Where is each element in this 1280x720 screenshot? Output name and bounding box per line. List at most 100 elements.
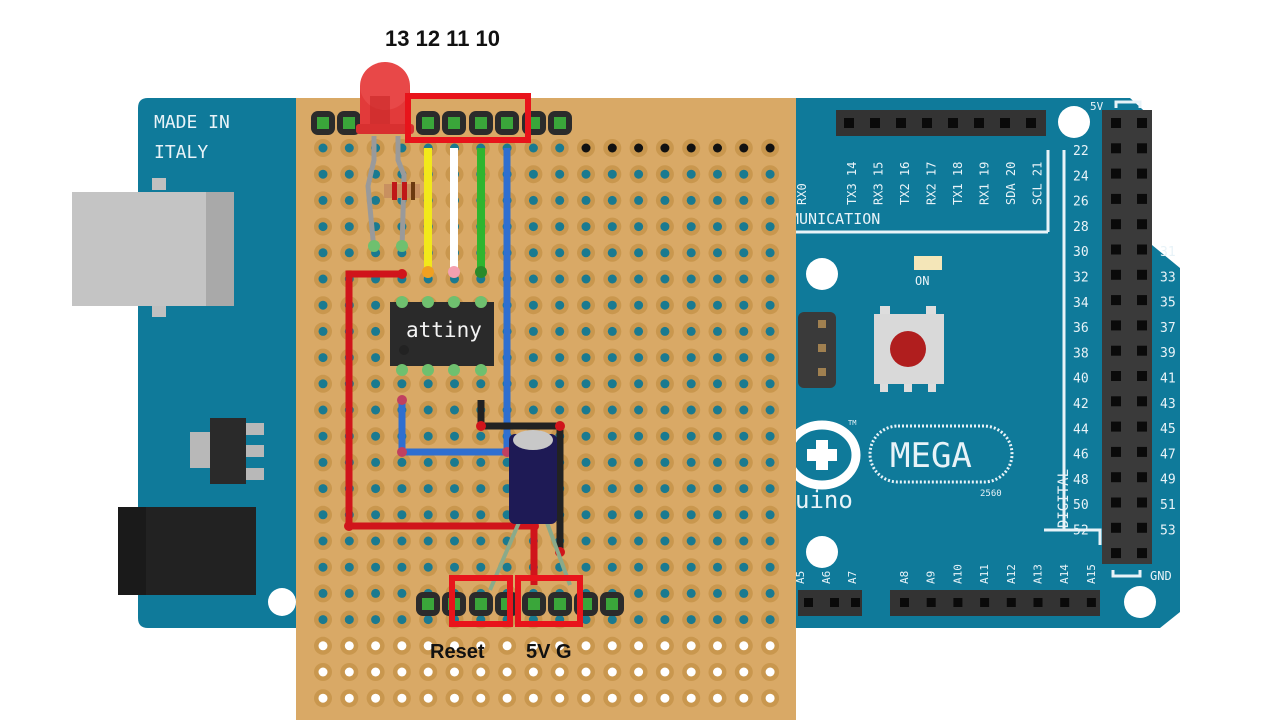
mount-hole <box>1124 586 1156 618</box>
reset-button[interactable] <box>874 306 944 392</box>
made-in-line2: ITALY <box>154 142 208 163</box>
comm-pin-label: RX3 15 <box>872 162 886 205</box>
chip-pin <box>448 296 460 308</box>
header-socket <box>953 598 963 607</box>
digital-label: DIGITAL <box>1056 469 1072 528</box>
highlight-reset <box>449 575 513 627</box>
header-socket <box>1000 118 1010 128</box>
model-sub: 2560 <box>980 489 1002 499</box>
comm-pin-label: RX2 17 <box>925 162 939 205</box>
analog-pin-label: A10 <box>951 564 964 584</box>
header-socket <box>1111 244 1121 255</box>
digital-pin-label: 30 <box>1073 245 1089 260</box>
header-socket <box>1137 446 1147 457</box>
led <box>356 62 414 252</box>
analog-pin-label: A11 <box>978 564 991 584</box>
header-socket <box>1137 472 1147 483</box>
header-socket <box>851 598 860 607</box>
digital-pin-label: 41 <box>1160 372 1176 387</box>
header-socket <box>1111 320 1121 331</box>
digital-pin-label: 35 <box>1160 296 1176 311</box>
header-socket <box>1033 598 1043 607</box>
digital-pin-label: 28 <box>1073 220 1089 235</box>
digital-pin-label: 40 <box>1073 372 1089 387</box>
header-socket <box>922 118 932 128</box>
protoboard <box>296 98 796 720</box>
analog-pin-label: A14 <box>1058 564 1071 584</box>
header-socket <box>1137 219 1147 230</box>
header-socket <box>1111 371 1121 381</box>
digital-pin-label: 36 <box>1073 321 1089 336</box>
analog-pin-label: A8 <box>898 571 911 584</box>
comm-pin-label: TX1 18 <box>951 162 965 205</box>
header-socket <box>1137 497 1147 508</box>
digital-pin-label: 47 <box>1160 447 1176 462</box>
header-socket <box>1137 193 1147 204</box>
analog-pin-label: A15 <box>1085 564 1098 584</box>
header-socket <box>1111 421 1121 432</box>
digital-pin-label: 48 <box>1073 473 1089 488</box>
header-socket <box>1137 548 1147 559</box>
header-socket <box>974 118 984 128</box>
header-socket <box>1111 193 1121 204</box>
header-socket <box>896 118 906 128</box>
model-name: MEGA <box>890 436 972 476</box>
analog-pin-label: A7 <box>846 571 859 584</box>
header-socket <box>1137 522 1147 533</box>
digital-pin-label: 46 <box>1073 448 1089 463</box>
capacitor <box>488 430 572 591</box>
header-socket <box>1137 143 1147 154</box>
header-socket <box>1137 269 1147 280</box>
communication-label: MUNICATION <box>790 210 880 228</box>
header-socket <box>1111 548 1121 559</box>
header-socket <box>1137 320 1147 331</box>
header-socket <box>926 598 936 607</box>
digital-pin-label: 22 <box>1073 144 1089 159</box>
wire-blue <box>398 148 511 456</box>
digital-pin-label: 39 <box>1160 346 1176 361</box>
communication-header <box>836 110 1046 136</box>
header-socket <box>1111 345 1121 356</box>
header-socket <box>900 598 909 607</box>
chip-pin <box>396 296 408 308</box>
rx0-label: RX0 <box>795 183 809 205</box>
analog-pin-label: A5 <box>794 571 807 584</box>
digital-pin-label: 45 <box>1160 422 1176 437</box>
digital-pin-label: 26 <box>1073 195 1089 210</box>
header-socket <box>870 118 880 128</box>
digital-pin-label: 53 <box>1160 523 1176 538</box>
digital-pin-label: 33 <box>1160 270 1176 285</box>
chip-pin <box>475 296 487 308</box>
chip-pin <box>422 296 434 308</box>
mount-hole <box>268 588 296 616</box>
icsp-header <box>798 312 836 388</box>
header-socket <box>1137 295 1147 306</box>
header-5v-label: 5V <box>1090 100 1104 113</box>
header-socket <box>1111 168 1121 179</box>
comm-pin-label: RX1 19 <box>978 162 992 205</box>
chip-label: attiny <box>406 318 482 342</box>
usb-tab-top <box>152 178 166 190</box>
header-socket <box>1111 497 1121 508</box>
chip-pin <box>396 364 408 376</box>
header-gnd-label: GND <box>1150 569 1172 583</box>
header-socket <box>1137 168 1147 179</box>
trademark: TM <box>848 419 856 427</box>
chip-pin <box>422 364 434 376</box>
digital-pin-label: 34 <box>1073 296 1089 311</box>
digital-pin-label: 31 <box>1160 245 1176 260</box>
highlight-pins-13-10 <box>405 93 531 143</box>
header-socket <box>980 598 990 607</box>
digital-pin-label: 52 <box>1073 524 1089 539</box>
reset-callout: Reset <box>430 641 485 663</box>
digital-pin-label: 42 <box>1073 397 1089 412</box>
comm-pin-label: SDA 20 <box>1004 162 1018 205</box>
header-socket <box>1111 472 1121 483</box>
voltage-regulator <box>210 418 246 484</box>
digital-pin-label: 44 <box>1073 422 1089 437</box>
digital-header <box>1102 110 1152 564</box>
made-in-line1: MADE IN <box>154 112 230 133</box>
digital-pin-label: 24 <box>1073 169 1089 184</box>
header-socket <box>1111 143 1121 154</box>
attiny-chip: attiny <box>390 296 494 376</box>
